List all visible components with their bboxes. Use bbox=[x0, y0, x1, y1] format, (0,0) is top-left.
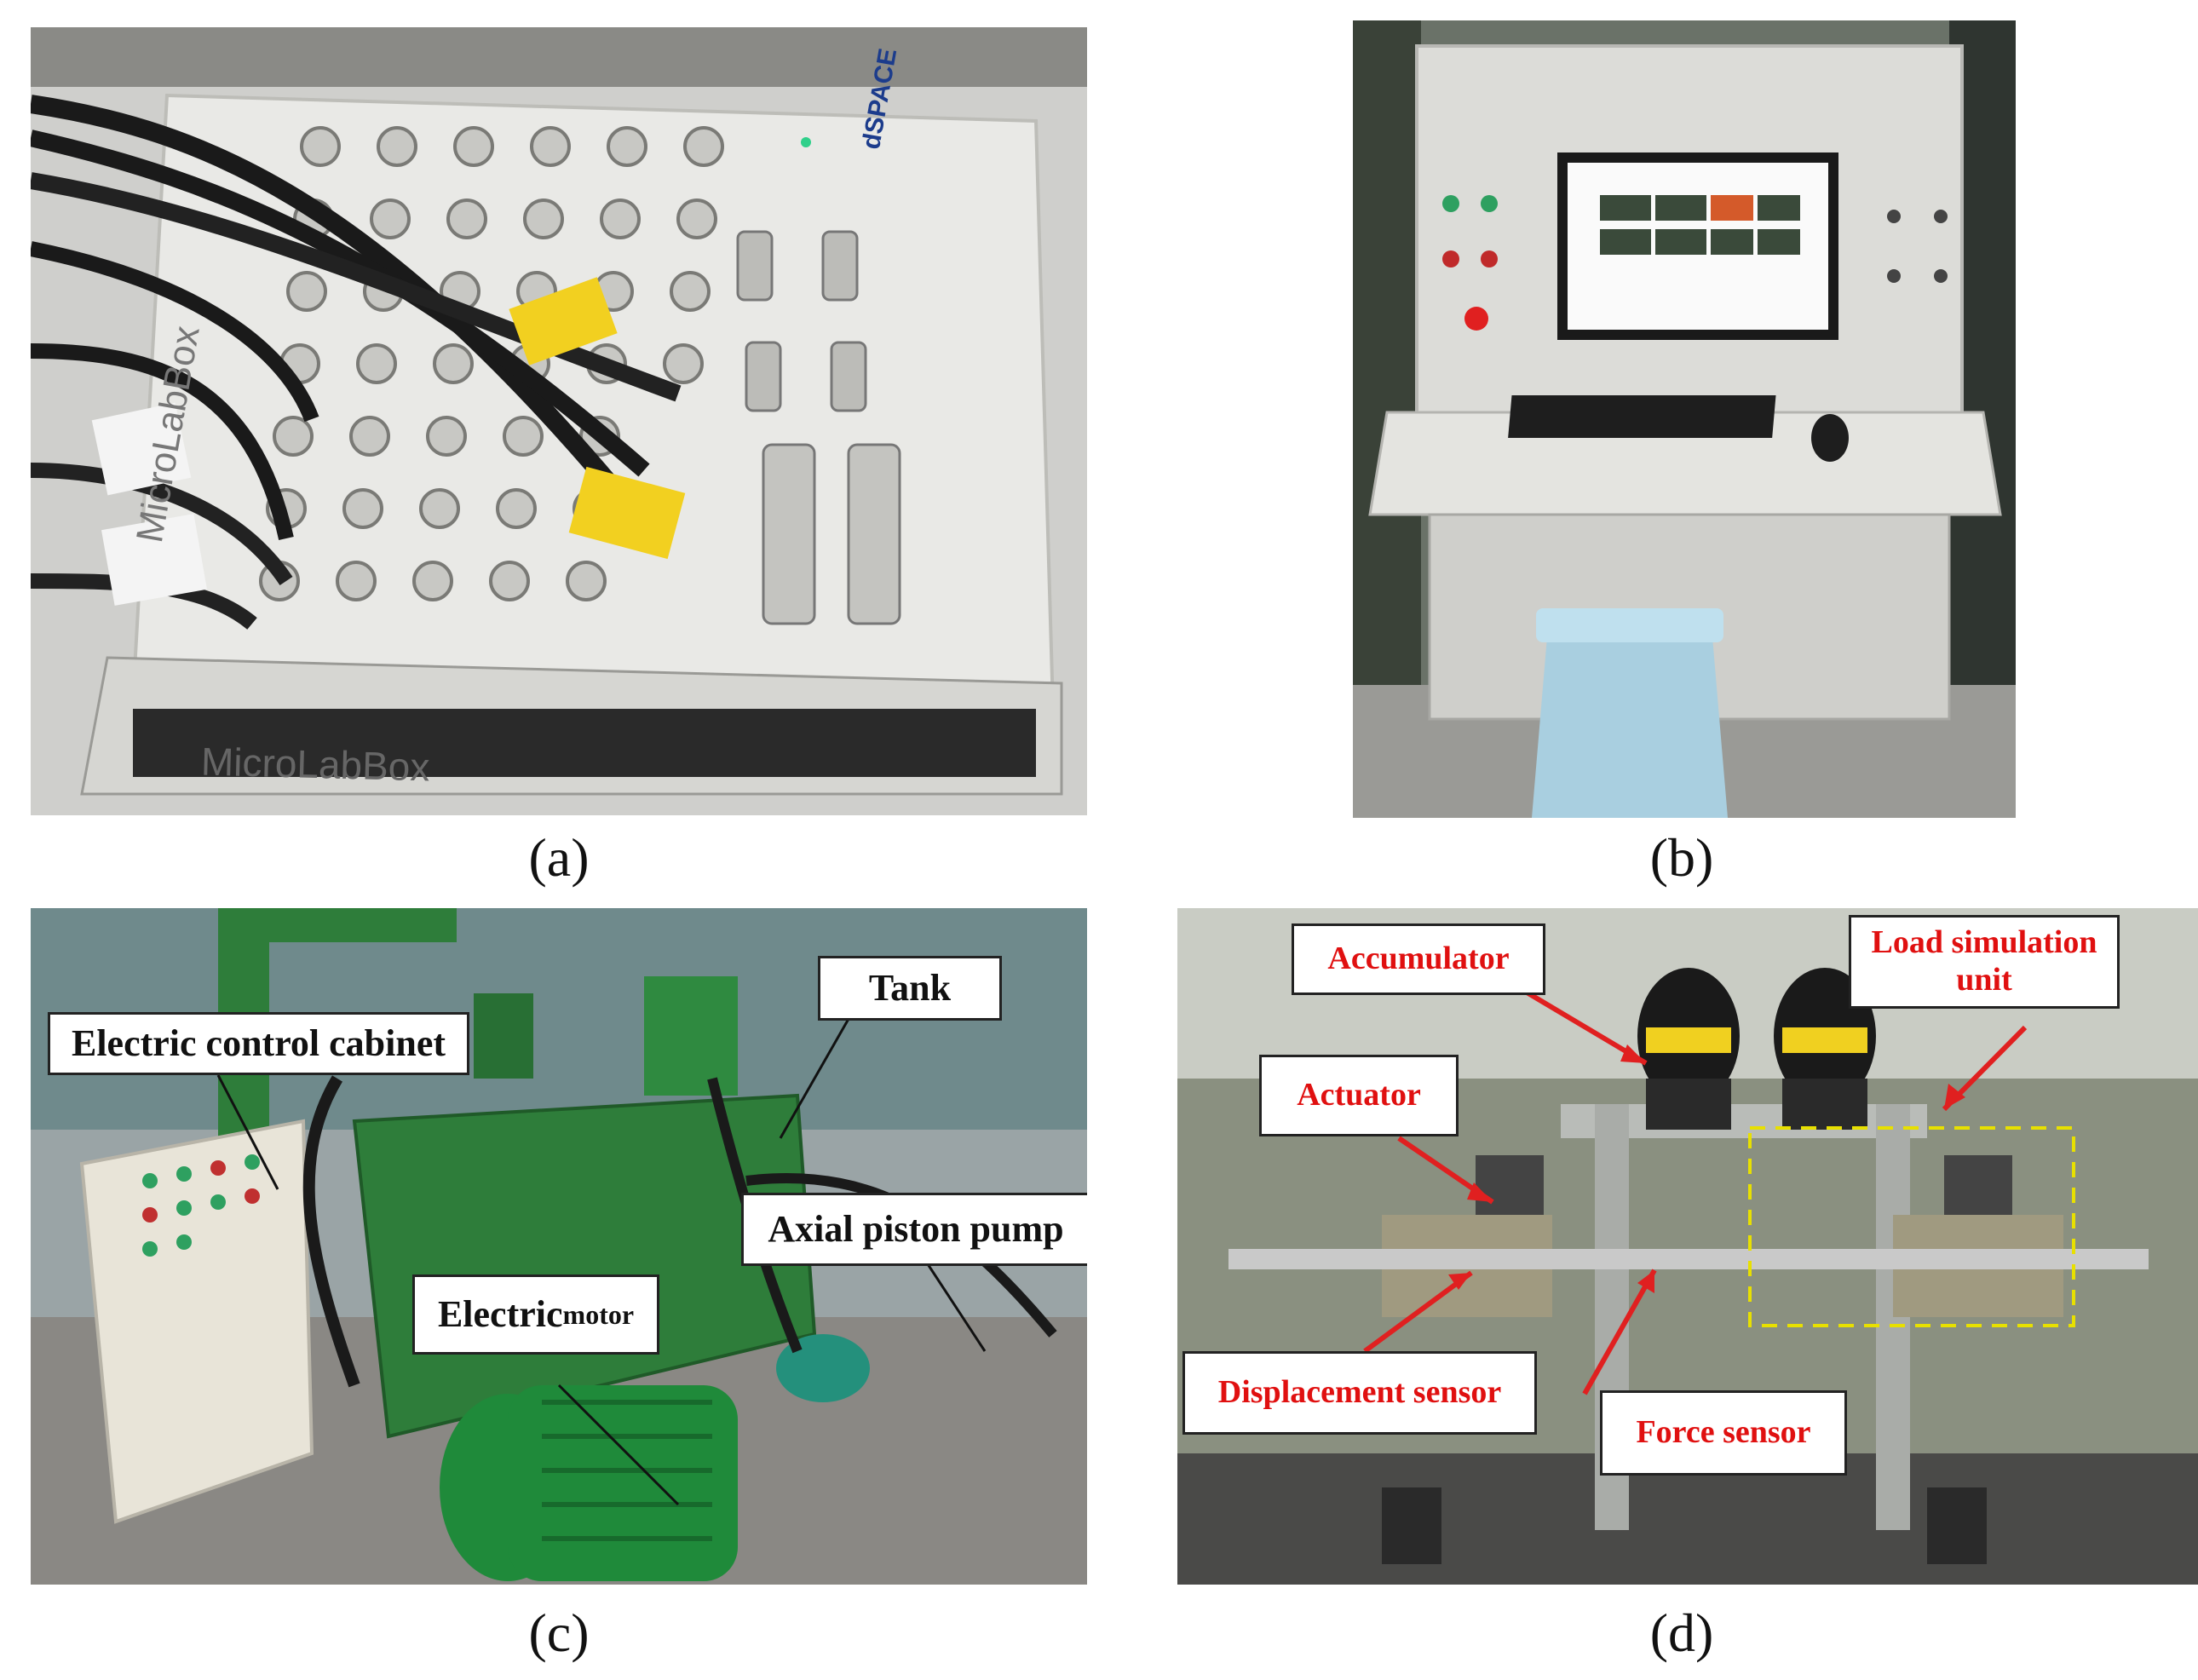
bnc-connector bbox=[663, 343, 704, 384]
callout-motor-small: motor bbox=[562, 1298, 635, 1330]
bnc-connector bbox=[419, 488, 460, 529]
bnc-connector bbox=[377, 126, 417, 167]
callout-pump: Axial piston pump bbox=[741, 1193, 1087, 1266]
callout-actuator: Actuator bbox=[1259, 1055, 1459, 1136]
bnc-connector bbox=[426, 416, 467, 457]
bnc-connector bbox=[676, 198, 717, 239]
bnc-connector bbox=[433, 343, 474, 384]
callout-force: Force sensor bbox=[1600, 1390, 1847, 1476]
bnc-connector bbox=[286, 271, 327, 312]
callout-load-sim: Load simulation unit bbox=[1849, 915, 2120, 1009]
bnc-connector bbox=[683, 126, 724, 167]
bnc-connector bbox=[412, 561, 453, 601]
panel-c-photo: Electric control cabinet Tank Axial pist… bbox=[31, 908, 1087, 1585]
bnc-connector bbox=[670, 271, 711, 312]
bnc-connector bbox=[503, 416, 544, 457]
panel-d-photo: Accumulator Load simulation unit Actuato… bbox=[1177, 908, 2198, 1585]
bnc-connector bbox=[566, 561, 607, 601]
callout-accumulator: Accumulator bbox=[1292, 923, 1545, 995]
bnc-connector bbox=[523, 198, 564, 239]
bnc-connector bbox=[600, 198, 641, 239]
bnc-connector bbox=[496, 488, 537, 529]
bnc-connector bbox=[489, 561, 530, 601]
callout-displacement: Displacement sensor bbox=[1182, 1351, 1537, 1435]
caption-c: (c) bbox=[528, 1602, 590, 1663]
caption-a: (a) bbox=[528, 827, 590, 888]
device-front-label: MicroLabBox bbox=[200, 739, 431, 790]
bnc-connector bbox=[300, 126, 341, 167]
bnc-connector bbox=[370, 198, 411, 239]
callout-motor-main: Electric bbox=[437, 1292, 563, 1335]
bnc-connector bbox=[349, 416, 390, 457]
bnc-connector bbox=[446, 198, 487, 239]
panel-a-photo: MicroLabBox MicroLabBox dSPACE bbox=[31, 27, 1087, 815]
bnc-connector bbox=[453, 126, 494, 167]
bnc-connector bbox=[530, 126, 571, 167]
bnc-connector bbox=[336, 561, 377, 601]
bnc-connector bbox=[342, 488, 383, 529]
caption-d: (d) bbox=[1649, 1602, 1714, 1663]
bnc-connector bbox=[607, 126, 647, 167]
panel-b-photo bbox=[1353, 20, 2016, 818]
bnc-connector bbox=[356, 343, 397, 384]
callout-cabinet: Electric control cabinet bbox=[48, 1012, 469, 1075]
bnc-connector bbox=[273, 416, 314, 457]
callout-tank: Tank bbox=[818, 956, 1002, 1021]
callout-motor: Electric motor bbox=[412, 1274, 659, 1355]
caption-b: (b) bbox=[1649, 827, 1714, 888]
